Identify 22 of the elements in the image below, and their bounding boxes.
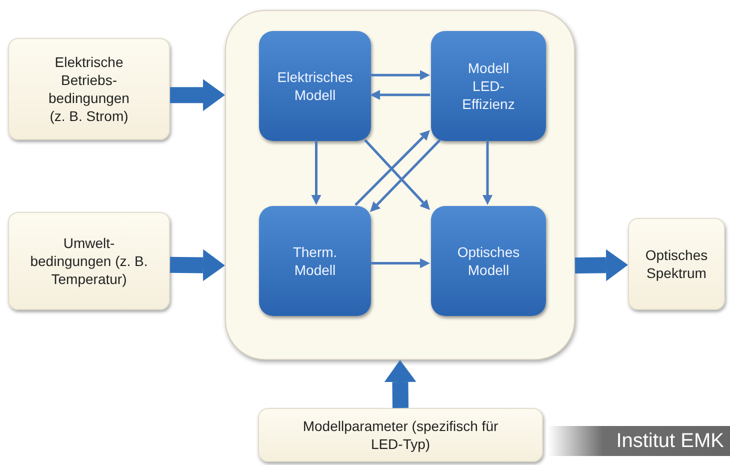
- input-box: Modellparameter (spezifisch für LED-Typ): [258, 408, 543, 462]
- block-arrow: [384, 360, 416, 408]
- arrow: [364, 139, 430, 210]
- input-box: Elektrische Betriebs- bedingungen (z. B. Strom): [8, 38, 170, 140]
- arrow: [311, 140, 322, 205]
- arrow: [482, 140, 492, 205]
- arrow: [370, 70, 430, 80]
- model-box: Optisches Modell: [431, 206, 546, 316]
- arrow: [370, 139, 441, 212]
- arrow: [370, 90, 430, 100]
- block-arrow: [170, 249, 225, 282]
- container-panel: [225, 10, 575, 360]
- arrow: [354, 130, 430, 206]
- input-box: Umwelt- bedingungen (z. B. Temperatur): [8, 212, 170, 310]
- model-box: Elektrisches Modell: [259, 31, 371, 141]
- arrow: [370, 258, 430, 268]
- model-box: Modell LED- Effizienz: [431, 31, 546, 141]
- block-arrow: [574, 249, 628, 282]
- institute-label: Institut EMK: [548, 426, 730, 456]
- block-arrow: [170, 79, 225, 112]
- input-box: Optisches Spektrum: [628, 218, 725, 310]
- model-box: Therm. Modell: [259, 206, 371, 316]
